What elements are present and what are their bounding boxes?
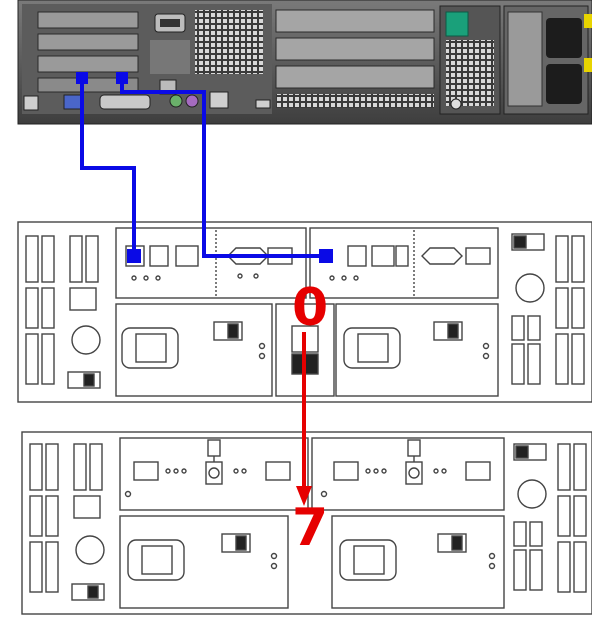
enclosure-1-psu-a <box>115 303 273 397</box>
port-label-7: 7 <box>292 498 329 558</box>
vga-port-icon <box>63 94 83 110</box>
enclosure-1-right-vent <box>511 233 585 385</box>
enclosure-2-psu-b <box>331 515 505 609</box>
sas-cable-a <box>76 72 141 263</box>
cable-connector-icon <box>116 72 128 84</box>
pcie-slots-left <box>37 11 139 93</box>
enclosure-2-controller-b <box>311 437 505 511</box>
cable-connector-icon <box>319 249 333 263</box>
pcie-slots-right <box>275 9 435 108</box>
power-inlet-icon <box>546 64 582 104</box>
server-psu-2 <box>503 5 592 115</box>
enclosure-1-left-vent <box>25 235 101 389</box>
enclosure-2-psu-a <box>119 515 289 609</box>
ps2-port-icon <box>185 94 199 108</box>
vent-grille <box>195 10 263 74</box>
enclosure-1-controller-b <box>309 227 499 299</box>
cable-connector-icon <box>76 72 88 84</box>
enclosure-2-controller-a <box>119 437 309 511</box>
serial-port-icon <box>99 94 151 110</box>
arrow-down-icon <box>296 486 312 506</box>
power-inlet-icon <box>546 18 582 58</box>
enclosure-2-left-vent <box>29 443 105 601</box>
cable-connector-icon <box>127 249 141 263</box>
daisy-chain-cable <box>296 332 312 506</box>
sas-cable-b <box>116 72 333 263</box>
server-psu-1 <box>439 5 501 115</box>
server-rear-panel <box>17 0 592 125</box>
port-label-0: 0 <box>292 278 329 338</box>
enclosure-2-right-vent <box>513 443 587 593</box>
storage-enclosure-2 <box>21 431 592 615</box>
enclosure-1-psu-b <box>335 303 499 397</box>
